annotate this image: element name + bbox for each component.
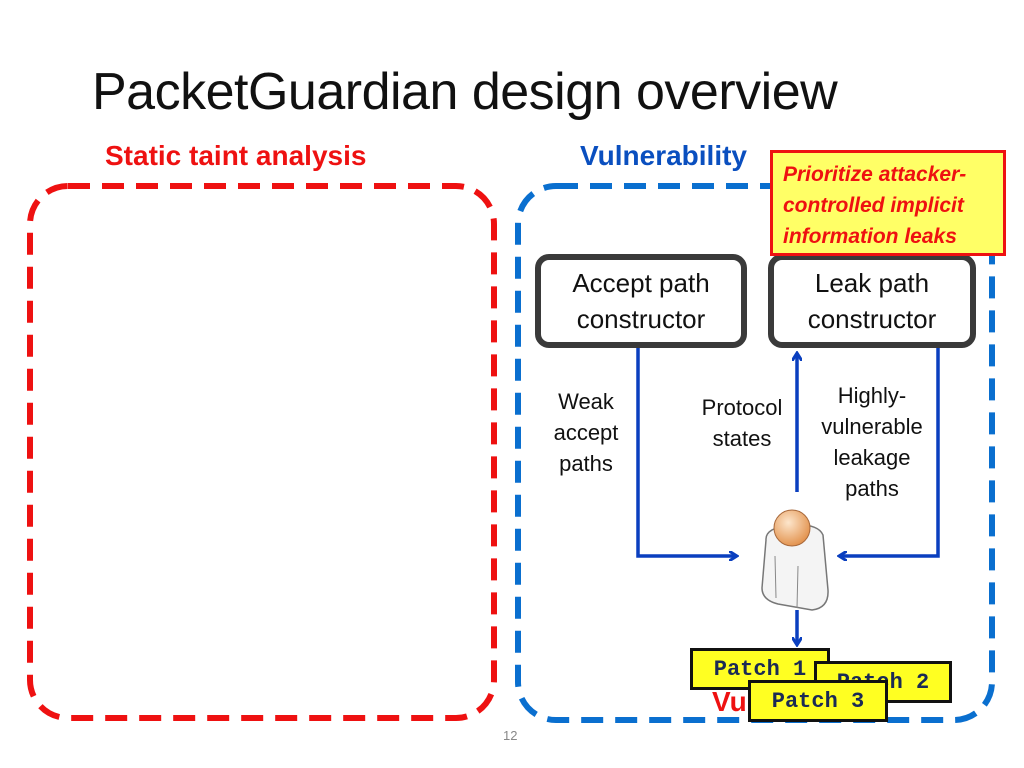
accept-node-label: Accept path constructor: [572, 268, 710, 334]
slide-title: PacketGuardian design overview: [92, 63, 838, 121]
weak-accept-paths-label: Weak accept paths: [553, 389, 619, 476]
patch-3: Patch 3: [748, 680, 888, 722]
leakage-edge: [840, 348, 940, 556]
prioritize-callout: Prioritize attacker- controlled implicit…: [770, 150, 1006, 256]
highly-vulnerable-label: Highly- vulnerable leakage paths: [821, 383, 923, 501]
protocol-states-label: Protocol states: [701, 395, 783, 451]
leak-path-constructor-node: Leak path constructor: [768, 254, 976, 348]
occluded-label-fragment: Vu: [712, 686, 747, 717]
user-icon: [761, 509, 829, 611]
weak-accept-edge: [636, 348, 736, 556]
vulnerability-label: Vulnerability: [580, 140, 748, 171]
static-analysis-boundary: [27, 183, 497, 721]
leak-node-label: Leak path constructor: [807, 268, 937, 334]
accept-path-constructor-node: Accept path constructor: [535, 254, 747, 348]
page-number: 12: [503, 728, 518, 743]
static-analysis-label: Static taint analysis: [105, 140, 367, 171]
